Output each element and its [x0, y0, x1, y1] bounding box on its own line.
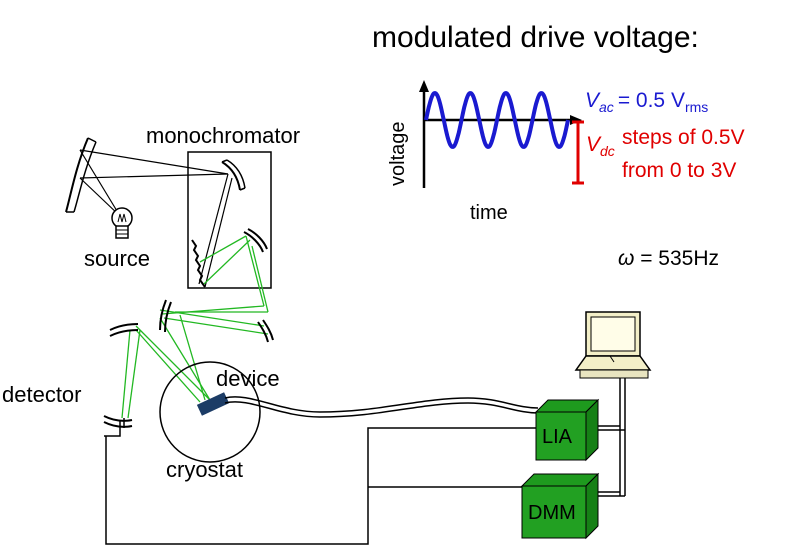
vdc-subscript: dc [600, 143, 615, 159]
relay-mirrors [103, 228, 274, 428]
mono-mirror [221, 161, 241, 191]
waveform-x-label: time [470, 202, 508, 224]
vac-equation: = 0.5 V [618, 89, 685, 112]
monochromator-label: monochromator [146, 123, 300, 148]
ac-sine-wave [424, 91, 570, 149]
source-beam-paths [79, 149, 233, 288]
diffraction-grating [191, 239, 206, 288]
cryostat-label: cryostat [166, 457, 243, 482]
vdc-steps-text: steps of 0.5V [622, 126, 745, 149]
green-beam-paths [121, 235, 269, 419]
waveform-plot: voltage time Vac= 0.5 Vrms Vdc steps of … [387, 80, 745, 224]
frequency-label: ω = 535Hz [618, 247, 719, 270]
vdc-range-text: from 0 to 3V [622, 159, 736, 182]
frequency-value: = 535Hz [634, 247, 719, 270]
signal-cables [104, 396, 539, 545]
source-mirror-back [73, 141, 97, 213]
vac-symbol: V [585, 89, 601, 112]
waveform-y-arrow [419, 80, 429, 92]
lia-box: LIA [534, 398, 600, 462]
waveform-y-label: voltage [387, 122, 409, 187]
detector-label: detector [2, 382, 82, 407]
vac-subscript: ac [599, 99, 614, 115]
computer-icon [574, 311, 652, 379]
vac-unit-subscript: rms [685, 99, 708, 115]
vdc-symbol: V [586, 133, 602, 156]
light-bulb-icon [111, 207, 133, 239]
cryostat-circle [159, 361, 261, 463]
source-label: source [84, 246, 150, 271]
dmm-box: DMM [520, 472, 600, 540]
vac-annotation: Vac= 0.5 Vrms [585, 89, 708, 115]
vdc-symbol-text: Vdc [586, 133, 615, 159]
lia-label: LIA [542, 426, 573, 448]
dmm-label: DMM [528, 502, 576, 524]
computer-cables [598, 378, 626, 497]
omega-symbol: ω [618, 247, 634, 270]
device-chip [196, 392, 230, 416]
device-label: device [216, 366, 280, 391]
monochromator-box [187, 151, 272, 289]
diagram-title: modulated drive voltage: [372, 21, 699, 54]
source-mirror [65, 137, 89, 213]
